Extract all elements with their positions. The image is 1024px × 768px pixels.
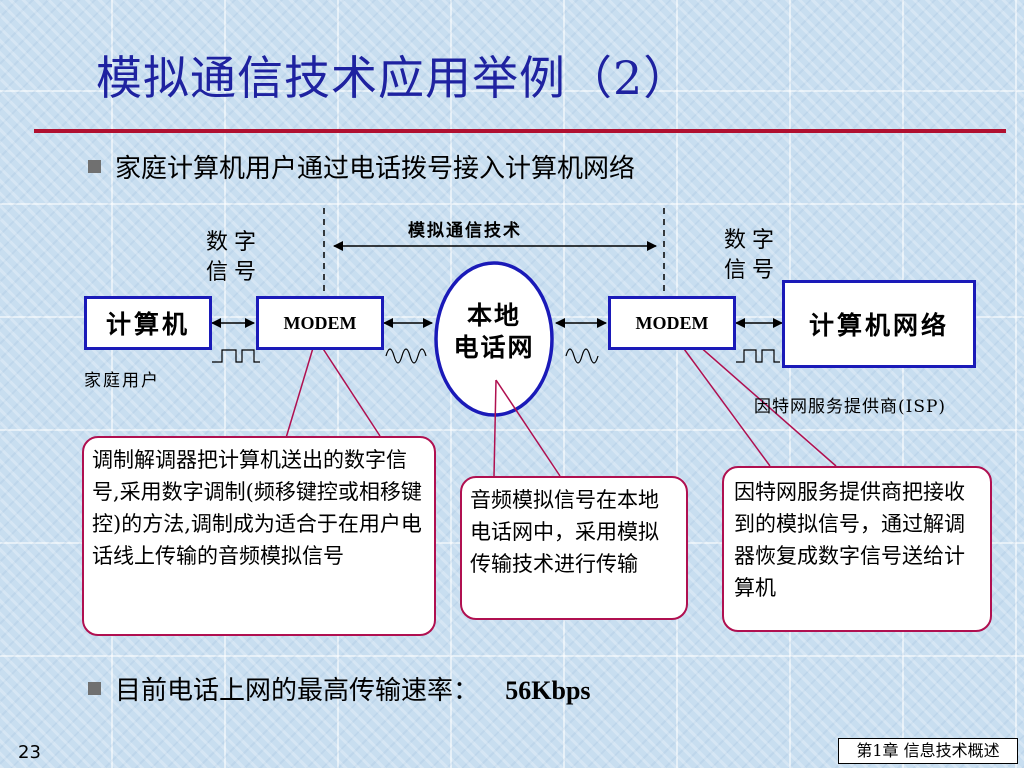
local-phone-network-ellipse bbox=[434, 261, 554, 417]
digital-wave-left-icon bbox=[212, 349, 260, 363]
max-speed-value: 56Kbps bbox=[505, 676, 591, 705]
callout-modem-modulation: 调制解调器把计算机送出的数字信号,采用数字调制(频移键控或相移键控)的方法,调制… bbox=[82, 436, 436, 636]
bullet-2-text: 目前电话上网的最高传输速率： bbox=[115, 676, 480, 706]
analog-wave-left-icon bbox=[385, 348, 427, 364]
title-divider bbox=[34, 129, 1006, 133]
digital-label-right-line1: 数字 bbox=[724, 228, 781, 253]
slide-number: 23 bbox=[18, 742, 41, 763]
slide-title: 模拟通信技术应用举例（2） bbox=[96, 51, 691, 105]
local-phone-network-label: 本地 电话网 bbox=[436, 300, 552, 364]
digital-signal-label-left: 数字 信号 bbox=[206, 228, 262, 288]
bullet-square-icon bbox=[88, 682, 101, 695]
bullet-2: 目前电话上网的最高传输速率： 56Kbps bbox=[88, 670, 591, 707]
modem-left-box: MODEM bbox=[256, 296, 384, 350]
pointer-right-b bbox=[689, 337, 837, 467]
modem-right-box: MODEM bbox=[608, 296, 736, 350]
analog-tech-label: 模拟通信技术 bbox=[408, 221, 522, 241]
bullet-square-icon bbox=[88, 160, 101, 173]
callout-analog-transmission: 音频模拟信号在本地电话网中，采用模拟传输技术进行传输 bbox=[460, 476, 688, 620]
digital-signal-label-right: 数字 信号 bbox=[724, 226, 780, 286]
callout-isp-demodulation: 因特网服务提供商把接收到的模拟信号，通过解调器恢复成数字信号送给计算机 bbox=[722, 466, 992, 632]
computer-network-box: 计算机网络 bbox=[782, 280, 976, 368]
pointer-middle-b bbox=[493, 379, 497, 477]
analog-wave-right-icon bbox=[565, 348, 599, 364]
bullet-1: 家庭计算机用户通过电话拨号接入计算机网络 bbox=[88, 148, 635, 185]
computer-box: 计算机 bbox=[84, 296, 212, 350]
pointer-left-b bbox=[285, 337, 317, 439]
pointer-left-a bbox=[315, 337, 381, 437]
chapter-footer: 第1章 信息技术概述 bbox=[838, 738, 1018, 764]
local-network-line1: 本地 bbox=[466, 301, 521, 330]
pointer-right-a bbox=[675, 337, 771, 467]
pointer-middle-a bbox=[495, 379, 561, 477]
digital-label-right-line2: 信号 bbox=[724, 258, 781, 283]
home-user-label: 家庭用户 bbox=[84, 371, 160, 391]
bullet-1-text: 家庭计算机用户通过电话拨号接入计算机网络 bbox=[115, 154, 636, 184]
digital-wave-right-icon bbox=[736, 349, 780, 363]
local-network-line2: 电话网 bbox=[453, 333, 535, 362]
isp-label: 因特网服务提供商(ISP) bbox=[754, 397, 947, 417]
digital-label-left-line1: 数字 bbox=[206, 230, 263, 255]
digital-label-left-line2: 信号 bbox=[206, 260, 263, 285]
